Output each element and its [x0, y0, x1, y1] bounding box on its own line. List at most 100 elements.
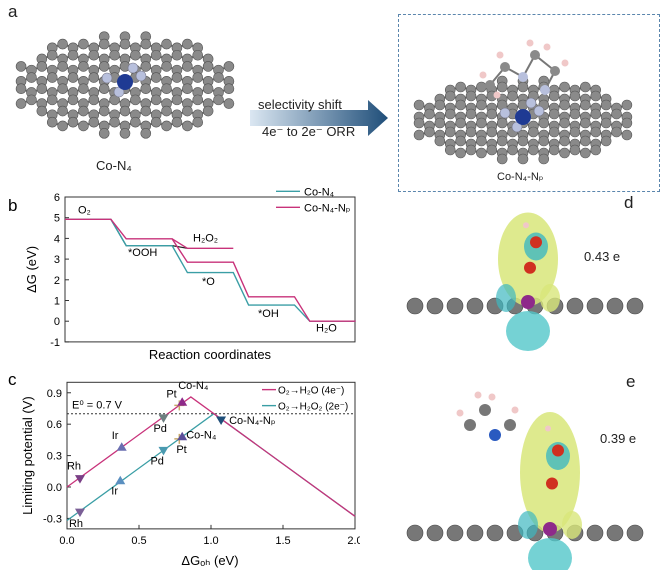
carbon-atom: [590, 108, 602, 120]
carbon-atom: [426, 297, 444, 315]
hydrogen-atom: [488, 393, 496, 401]
hydrogen-atom: [456, 409, 464, 417]
carbon-atom: [26, 72, 37, 83]
carbon-atom: [109, 116, 120, 128]
carbon-atom: [580, 81, 591, 93]
co-n4-np-structure: [413, 39, 633, 165]
carbon-atom: [611, 108, 622, 120]
carbon-atom: [98, 83, 110, 95]
arrow-bottom-text: 4e⁻ to 2e⁻ ORR: [262, 124, 356, 139]
carbon-atom: [446, 524, 464, 542]
carbon-atom: [119, 38, 131, 50]
carbon-atom: [528, 144, 539, 156]
carbon-atom: [600, 135, 612, 147]
carbon-atom: [150, 94, 162, 106]
carbon-atom: [446, 297, 464, 315]
marker-2e: [115, 475, 126, 485]
carbon-atom: [548, 144, 560, 156]
legend-label-b: Co-N₄-Nₚ: [304, 202, 351, 214]
carbon-atom: [444, 126, 456, 138]
step-label-h2o: H₂O: [316, 323, 337, 335]
carbon-atom: [559, 99, 570, 111]
legend-label-b: Co-N₄: [304, 186, 335, 198]
ytick-label-b: -1: [50, 337, 60, 349]
carbon-atom: [150, 116, 162, 128]
carbon-atom: [559, 147, 570, 159]
carbon-atom: [548, 126, 560, 138]
cobalt-atom: [543, 522, 557, 536]
carbon-atom: [466, 524, 484, 542]
carbon-atom: [486, 126, 498, 138]
carbon-atom: [150, 49, 162, 61]
ytick-label-b: 2: [54, 275, 60, 287]
carbon-atom: [550, 66, 560, 76]
carbon-atom: [426, 524, 444, 542]
nitrogen-atom: [135, 70, 147, 82]
carbon-atom: [621, 99, 633, 111]
carbon-atom: [465, 144, 477, 156]
carbon-atom: [455, 81, 466, 93]
marker-2e: [216, 416, 227, 425]
carbon-atom: [98, 105, 110, 117]
point-label-2e: Co-N₄: [186, 430, 217, 442]
carbon-atom: [182, 120, 193, 132]
point-label-4e: Pd: [153, 423, 166, 435]
carbon-atom: [161, 83, 172, 95]
carbon-atom: [600, 99, 612, 111]
carbon-atom: [98, 61, 110, 72]
carbon-atom: [140, 83, 152, 95]
carbon-atom: [538, 117, 550, 129]
marker-4e: [177, 397, 188, 406]
carbon-atom: [98, 128, 110, 139]
carbon-atom: [213, 72, 224, 83]
ytick-label-c: 0.6: [47, 419, 62, 431]
carbon-atom: [26, 94, 37, 106]
ytick-label-b: 3: [54, 254, 60, 266]
point-label-2e: Pt: [176, 444, 186, 456]
carbon-atom: [444, 90, 456, 102]
series-line-teal: [65, 218, 356, 322]
co-n4-structure: [15, 31, 235, 139]
carbon-atom: [586, 297, 604, 315]
cobalt-atom: [521, 295, 535, 309]
charge-depletion-blob: [528, 538, 572, 570]
carbon-atom: [140, 61, 152, 72]
co-n4-np-caption: Co-N₄-Nₚ: [497, 171, 544, 183]
nitrogen-atom: [127, 62, 139, 74]
carbon-atom: [78, 83, 89, 95]
carbon-atom: [590, 144, 602, 156]
carbon-atom: [486, 524, 504, 542]
carbon-atom: [36, 61, 48, 72]
carbon-atom: [413, 117, 425, 129]
step-label-o2: O₂: [78, 205, 91, 217]
step-label-h2o2: H₂O₂: [193, 233, 218, 245]
ligand-atom: [464, 419, 476, 431]
point-label-4e: Co-N₄: [178, 380, 209, 392]
carbon-atom: [46, 49, 58, 61]
nitrogen-atom: [540, 85, 550, 95]
hydrogen-atom: [493, 91, 501, 99]
carbon-atom: [413, 129, 425, 141]
carbon-atom: [569, 90, 581, 102]
carbon-atom: [36, 105, 48, 117]
ytick-label-b: 5: [54, 213, 60, 225]
carbon-atom: [486, 108, 498, 120]
step-label-ooh: *OOH: [128, 247, 157, 259]
carbon-atom: [559, 135, 570, 147]
point-label-4e: Rh: [67, 461, 81, 473]
carbon-atom: [444, 144, 456, 156]
carbon-atom: [424, 126, 435, 138]
carbon-atom: [57, 120, 68, 132]
ylabel-b: ΔG (eV): [24, 246, 39, 293]
carbon-atom: [566, 297, 584, 315]
charge-accumulation-blob: [540, 284, 560, 312]
carbon-atom: [36, 83, 48, 95]
nitrogen-atom: [525, 97, 537, 109]
carbon-atom: [88, 94, 100, 106]
charge-d: 0.43 e: [584, 249, 621, 264]
carbon-atom: [455, 135, 466, 147]
hydrogen-atom: [523, 222, 529, 229]
carbon-atom: [569, 144, 581, 156]
carbon-atom: [406, 524, 424, 542]
plot-frame-b: [64, 196, 356, 343]
